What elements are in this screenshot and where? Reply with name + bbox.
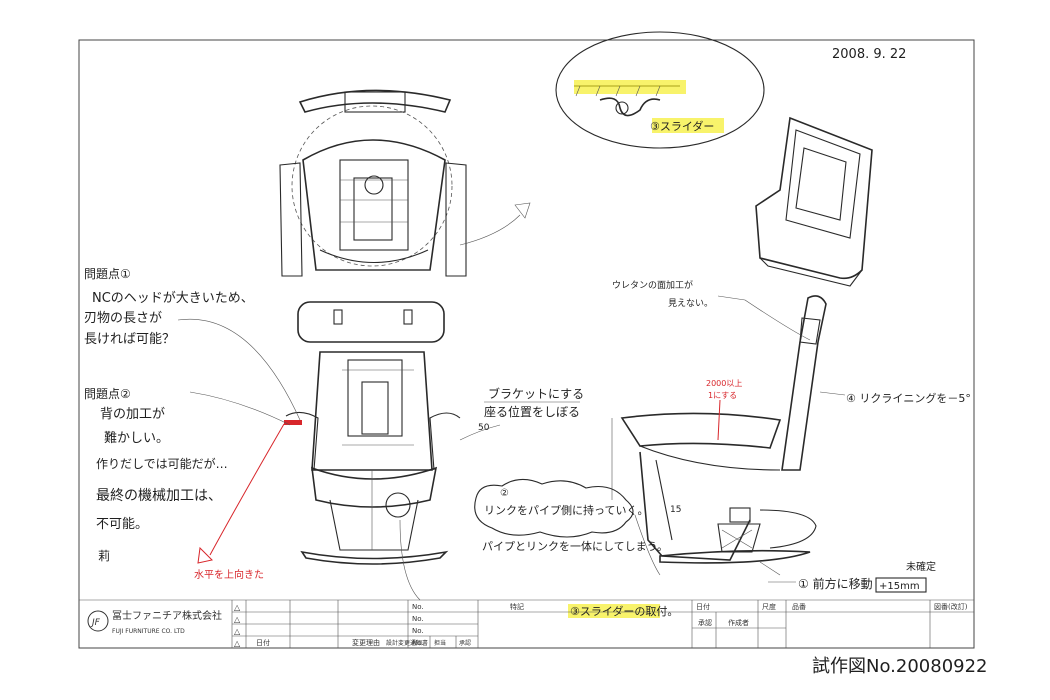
- slider-install-note: ③スライダーの取付。: [568, 604, 678, 618]
- col-date-label: 日付: [256, 638, 270, 647]
- issue1-line-2: 刃物の長さが: [84, 311, 162, 326]
- company-logo-letters: JF: [90, 618, 101, 628]
- issue2-line-1: 背の加工が: [100, 407, 165, 422]
- red-side-note-line-1: 2000以上: [706, 379, 742, 388]
- leader-lines: [177, 202, 846, 601]
- bracket-note-line-2: 座る位置をしぼる: [484, 404, 580, 419]
- rev-mark-1: △: [234, 603, 241, 612]
- link-note-bubble: ② リンクをパイプ側に持っていく。 パイプとリンクを一体にしてしまう。: [474, 478, 668, 553]
- date-label: 日付: [696, 602, 710, 611]
- dimension-50: 50: [478, 423, 490, 433]
- company-name-en: FUJI FURNITURE CO. LTD: [112, 628, 185, 635]
- slider-install-text: ③スライダーの取付。: [570, 604, 678, 618]
- approve-label: 承認: [698, 618, 712, 627]
- red-side-note-line-2: 1にする: [708, 391, 737, 400]
- issue2-line-4: 最終の機械加工は、: [96, 488, 222, 504]
- move-note: ① 前方に移動 +15mm 未確定: [768, 560, 936, 593]
- col-reason-label: 変更理由: [352, 638, 380, 647]
- issue2-title: 問題点②: [84, 387, 131, 401]
- col-charge-label: 担当: [434, 639, 446, 647]
- part-name-label: 品番: [792, 603, 806, 611]
- rev-mark-3: △: [234, 627, 241, 636]
- issue2-line-2: 難かしい。: [104, 431, 169, 446]
- no-label-2: No.: [412, 615, 424, 623]
- col-approve-label: 承認: [459, 639, 471, 647]
- urethane-note-line-2: 見えない。: [668, 298, 713, 309]
- chair-top-view: [279, 89, 467, 277]
- issue2-line-3: 作りだしでは可能だが…: [96, 456, 228, 471]
- bracket-note-line-1: ブラケットにする: [488, 386, 584, 401]
- issue1-line-1: NCのヘッドが大きいため、: [92, 291, 254, 306]
- issue2-note: 問題点② 背の加工が 難かしい。 作りだしでは可能だが… 最終の機械加工は、 不…: [84, 387, 228, 563]
- recline-note: ④ リクライニングを－5°: [846, 391, 971, 405]
- backrest-perspective-sketch: [755, 116, 873, 287]
- issue1-line-3: 長ければ可能？: [84, 332, 175, 347]
- no-label-4: No.: [412, 639, 424, 647]
- drawing-number: 試作図No.20080922: [812, 656, 988, 677]
- chair-front-view: [284, 301, 461, 565]
- title-block: JF 冨士ファニチア株式会社 FUJI FURNITURE CO. LTD △ …: [79, 599, 974, 648]
- move-note-value: +15mm: [879, 581, 920, 592]
- rev-mark-4: △: [234, 639, 241, 648]
- drawing-rev-label: 図番(改訂): [934, 602, 968, 611]
- drafter-label: 作成者: [728, 618, 749, 627]
- issue2-line-5: 不可能。: [96, 517, 148, 532]
- urethane-note-line-1: ウレタンの面加工が: [612, 279, 693, 291]
- issue2-mark: 莉: [98, 549, 110, 563]
- issue1-title: 問題点①: [84, 267, 131, 281]
- chair-side-view: [611, 295, 827, 564]
- drawing-border: [78, 39, 975, 649]
- link-note-line-2: パイプとリンクを一体にしてしまう。: [482, 539, 668, 553]
- rev-mark-2: △: [234, 615, 241, 624]
- drawing-date: 2008. 9. 22: [832, 47, 906, 62]
- slider-detail-bubble: ③スライダー: [555, 31, 765, 149]
- undecided-note: 未確定: [906, 560, 936, 573]
- no-label-1: No.: [412, 603, 424, 611]
- issue1-note: 問題点① NCのヘッドが大きいため、 刃物の長さが 長ければ可能？: [84, 267, 254, 347]
- red-side-note: 2000以上 1にする: [706, 379, 742, 400]
- col-design-label: 設計変更通知書: [386, 639, 428, 647]
- company-name-jp: 冨士ファニチア株式会社: [112, 609, 222, 622]
- link-note-number: ②: [500, 488, 509, 499]
- urethane-note: ウレタンの面加工が 見えない。: [612, 279, 713, 309]
- no-label-3: No.: [412, 627, 424, 635]
- link-note-line-1: リンクをパイプ側に持っていく。: [484, 503, 648, 517]
- company-logo: [87, 610, 109, 632]
- bracket-note: ブラケットにする 座る位置をしぼる: [484, 386, 584, 419]
- dimension-15: 15: [670, 505, 681, 515]
- scale-label: 尺度: [762, 602, 776, 611]
- move-note-text: ① 前方に移動: [798, 576, 873, 591]
- special-label: 特記: [510, 602, 524, 611]
- red-note: 水平を上向きた: [194, 568, 264, 581]
- slider-note: ③スライダー: [650, 119, 714, 133]
